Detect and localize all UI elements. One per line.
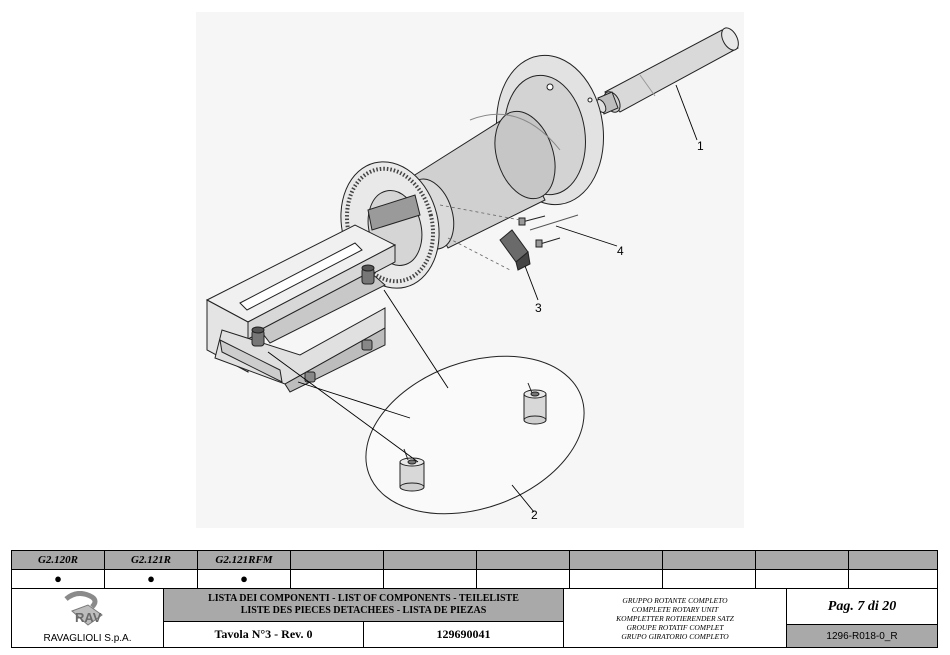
model-header-empty — [570, 551, 663, 570]
title-block: G2.120R G2.121R G2.121RFM ● ● ● RAV RAVA… — [11, 550, 938, 648]
model-mark-empty — [384, 570, 477, 589]
description-en: COMPLETE ROTARY UNIT — [631, 604, 719, 614]
model-header-empty — [663, 551, 756, 570]
model-mark-empty — [849, 570, 937, 589]
callout-4: 4 — [617, 244, 624, 258]
description-it: GRUPPO ROTANTE COMPLETO — [622, 595, 728, 605]
model-mark-empty — [663, 570, 756, 589]
assembly-description: GRUPPO ROTANTE COMPLETO COMPLETE ROTARY … — [564, 589, 787, 647]
part-number: 129690041 — [364, 622, 564, 647]
description-es: GRUPO GIRATORIO COMPLETO — [621, 631, 729, 641]
part-3-clip — [499, 229, 531, 271]
document-code: 1296-R018-0_R — [787, 625, 937, 647]
model-mark-empty — [291, 570, 384, 589]
list-title-line-1: LISTA DEI COMPONENTI - LIST OF COMPONENT… — [208, 593, 519, 604]
model-header-g2-121r: G2.121R — [105, 551, 198, 570]
ravaglioli-logo: RAV — [64, 591, 103, 626]
model-mark: ● — [198, 570, 291, 589]
list-title: LISTA DEI COMPONENTI - LIST OF COMPONENT… — [164, 589, 564, 622]
housing-cylinder — [405, 110, 561, 250]
bushing-b — [399, 448, 425, 492]
exploded-assembly-drawing: 1 4 3 2 — [205, 27, 739, 522]
model-mark-empty — [570, 570, 663, 589]
model-header-empty — [384, 551, 477, 570]
company-name: RAVAGLIOLI S.p.A. — [43, 633, 132, 644]
model-mark-empty — [477, 570, 570, 589]
page-indicator: Pag. 7 di 20 — [787, 589, 937, 625]
model-header-empty — [291, 551, 384, 570]
model-header-empty — [477, 551, 570, 570]
list-title-line-2: LISTE DES PIECES DETACHEES - LISTA DE PI… — [240, 605, 487, 616]
model-header-g2-121rfm: G2.121RFM — [198, 551, 291, 570]
model-mark: ● — [105, 570, 198, 589]
table-revision: Tavola N°3 - Rev. 0 — [164, 622, 364, 647]
bracket-screws — [251, 264, 375, 383]
description-de: KOMPLETTER ROTIERENDER SATZ — [616, 613, 734, 623]
bushing-a — [523, 382, 547, 425]
callout-3: 3 — [535, 301, 542, 315]
model-header-empty — [849, 551, 937, 570]
callout-1: 1 — [697, 139, 704, 153]
callout-2: 2 — [531, 508, 538, 522]
model-mark: ● — [12, 570, 105, 589]
company-block: RAV RAVAGLIOLI S.p.A. — [12, 589, 164, 647]
description-fr: GROUPE ROTATIF COMPLET — [626, 622, 724, 632]
part-1-shaft — [595, 27, 739, 115]
logo-letters: RAV — [75, 610, 102, 625]
part-4-screws — [518, 214, 579, 248]
assembly-lines — [439, 204, 521, 271]
model-mark-empty — [756, 570, 849, 589]
model-header-empty — [756, 551, 849, 570]
model-header-g2-120r: G2.120R — [12, 551, 105, 570]
detail-view-part-2 — [365, 355, 585, 515]
leader-lines — [267, 84, 698, 513]
